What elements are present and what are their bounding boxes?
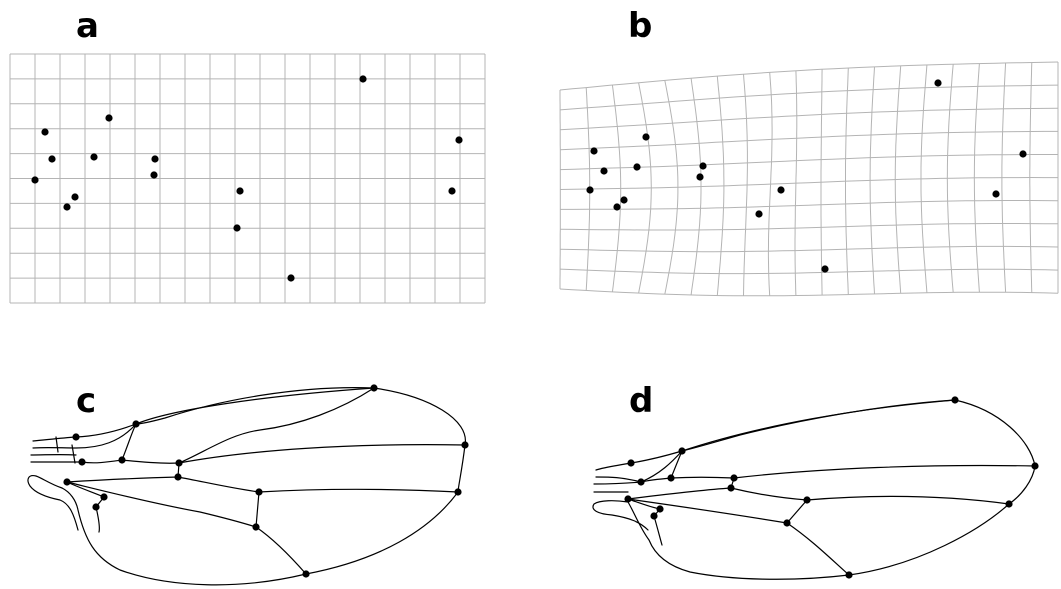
landmark: [730, 474, 738, 482]
warped-grid-line-horizontal: [560, 176, 1058, 190]
landmark: [624, 495, 632, 503]
reference-grid: [9, 53, 486, 304]
landmark: [461, 441, 469, 449]
landmark: [236, 187, 244, 195]
landmark: [100, 493, 108, 501]
landmark-points: [586, 79, 1027, 273]
deformation-grid-panel: [559, 61, 1059, 297]
landmark: [41, 128, 49, 136]
landmark: [620, 196, 628, 204]
landmark: [255, 488, 263, 496]
landmark-points: [624, 396, 1039, 579]
landmark: [31, 176, 39, 184]
landmark: [78, 458, 86, 466]
warped-grid-line-horizontal: [560, 223, 1059, 231]
landmark: [803, 496, 811, 504]
landmark: [600, 167, 608, 175]
landmark: [586, 186, 594, 194]
landmark: [845, 571, 853, 579]
landmark: [71, 193, 79, 201]
warped-grid-line-horizontal: [560, 268, 1059, 275]
landmark: [92, 503, 100, 511]
landmark: [118, 456, 126, 464]
landmark: [105, 114, 113, 122]
landmark: [699, 162, 707, 170]
landmark: [755, 210, 763, 218]
wing-outline: [30, 387, 466, 586]
landmark: [992, 190, 1000, 198]
warped-grid-line-horizontal: [560, 107, 1059, 131]
landmark: [48, 155, 56, 163]
landmark: [454, 488, 462, 496]
landmark: [678, 447, 686, 455]
panel-label-b: b: [628, 6, 652, 46]
landmark: [370, 384, 378, 392]
landmark: [233, 224, 241, 232]
landmark: [821, 265, 829, 273]
landmark: [650, 512, 658, 520]
landmark: [63, 478, 71, 486]
warped-grid-line-horizontal: [560, 154, 1058, 171]
landmark: [590, 147, 598, 155]
landmark: [667, 474, 675, 482]
warped-grid-line-horizontal: [559, 61, 1059, 91]
warped-grid-line-horizontal: [560, 84, 1059, 111]
landmark: [174, 473, 182, 481]
landmark: [613, 203, 621, 211]
landmark: [696, 173, 704, 181]
landmark-points: [31, 75, 463, 282]
wing-outline: [593, 399, 1036, 580]
landmark: [1005, 500, 1013, 508]
landmark: [633, 163, 641, 171]
deformed-wing-panel: [592, 396, 1039, 580]
wing-veins: [592, 399, 1036, 576]
landmark: [455, 136, 463, 144]
landmark: [72, 433, 80, 441]
landmark: [951, 396, 959, 404]
landmark: [656, 505, 664, 513]
landmark-points: [63, 384, 469, 578]
warped-grid-line-horizontal: [559, 288, 1059, 297]
landmark: [63, 203, 71, 211]
panel-label-a: a: [76, 6, 99, 46]
landmark: [359, 75, 367, 83]
landmark: [132, 420, 140, 428]
panel-label-d: d: [629, 381, 653, 421]
reference-grid-panel: [9, 53, 486, 304]
landmark: [90, 153, 98, 161]
landmark: [448, 187, 456, 195]
landmark: [252, 523, 260, 531]
landmark: [151, 155, 159, 163]
reference-wing-panel: [27, 384, 469, 586]
landmark: [777, 186, 785, 194]
landmark: [287, 274, 295, 282]
landmark: [642, 133, 650, 141]
landmark: [302, 570, 310, 578]
landmark: [934, 79, 942, 87]
warped-grid-line-horizontal: [560, 130, 1058, 151]
landmark: [627, 459, 635, 467]
landmark: [727, 484, 735, 492]
landmark: [150, 171, 158, 179]
panel-label-c: c: [76, 381, 96, 421]
landmark: [175, 459, 183, 467]
warped-grid-line-horizontal: [560, 200, 1059, 210]
landmark: [1019, 150, 1027, 158]
deformation-grid: [559, 61, 1059, 297]
landmark: [1031, 462, 1039, 470]
warped-grid-line-horizontal: [560, 245, 1059, 253]
landmark: [783, 519, 791, 527]
landmark: [637, 478, 645, 486]
